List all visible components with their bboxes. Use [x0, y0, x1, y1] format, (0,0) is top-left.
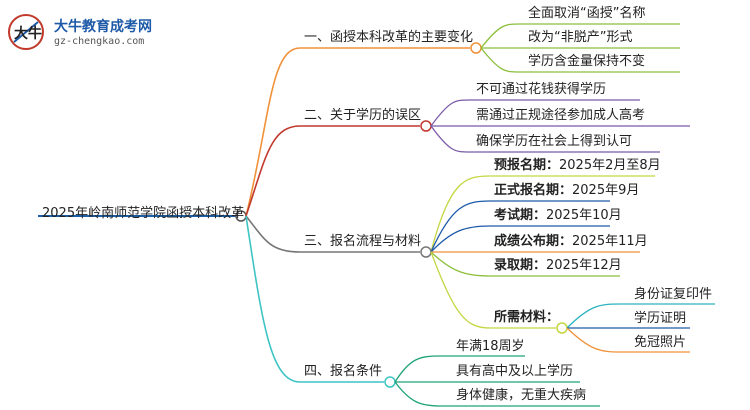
branch-1-child-connector: [480, 23, 680, 49]
branch-3-child-connector: [430, 200, 610, 253]
branch-3-item[interactable]: 考试期：2025年10月: [494, 208, 622, 224]
logo-mark-icon: 大牛: [8, 14, 44, 50]
branch-3-item-key: 成绩公布期：: [494, 234, 573, 249]
branch-3-item[interactable]: 成绩公布期：2025年11月: [494, 234, 648, 250]
branch-3-label[interactable]: 三、报名流程与材料: [304, 234, 422, 249]
site-logo[interactable]: 大牛 大牛教育成考网 gz-chengkao.com: [6, 12, 206, 56]
branch-2-label[interactable]: 二、关于学历的误区: [304, 108, 422, 123]
branch-4-label[interactable]: 四、报名条件: [304, 364, 383, 379]
materials-item[interactable]: 身份证复印件: [634, 287, 713, 302]
branch-2-item[interactable]: 确保学历在社会上得到认可: [476, 134, 633, 149]
branch-3-child-connector: [430, 225, 610, 253]
branch-3-item[interactable]: 预报名期：2025年2月至8月: [494, 158, 661, 174]
branch-1-child-connector: [480, 47, 680, 73]
branch-4-item[interactable]: 年满18周岁: [456, 339, 525, 354]
branch-4-node[interactable]: [384, 376, 396, 388]
branch-2-node[interactable]: [420, 120, 432, 132]
branch-3-child-connector: [430, 251, 620, 277]
logo-url: gz-chengkao.com: [54, 36, 145, 47]
branch-2-item[interactable]: 需通过正规途径参加成人高考: [476, 108, 646, 123]
logo-title: 大牛教育成考网: [54, 19, 152, 35]
materials-child-connector: [566, 327, 690, 353]
branch-3-item-value: 2025年9月: [572, 183, 640, 198]
branch-3-item-value: 2025年11月: [572, 234, 648, 249]
materials-item[interactable]: 免冠照片: [634, 335, 687, 350]
branch-3-node[interactable]: [420, 246, 432, 258]
branch-4-item[interactable]: 身体健康，无重大疾病: [456, 388, 587, 403]
branch-3-child-connector: [430, 251, 556, 329]
branch-3-item-key: 预报名期：: [494, 158, 560, 173]
branch-3-item-value: 2025年12月: [546, 258, 622, 273]
branch-3-child-connector: [430, 175, 655, 253]
branch-2-connector: [245, 125, 420, 217]
branch-3-item-value: 2025年2月至8月: [559, 158, 661, 173]
svg-text:大牛: 大牛: [14, 25, 42, 42]
branch-2-item[interactable]: 不可通过花钱获得学历: [476, 82, 607, 97]
branch-1-connector: [245, 47, 470, 217]
branch-3-item-key: 考试期：: [494, 208, 547, 223]
root-topic[interactable]: 2025年岭南师范学院函授本科改革: [42, 206, 245, 221]
branch-1-item[interactable]: 全面取消“函授”名称: [528, 6, 646, 21]
branch-1-label[interactable]: 一、函授本科改革的主要变化: [304, 30, 474, 45]
branch-3-item-key: 所需材料：: [494, 310, 560, 325]
branch-3-connector: [245, 215, 420, 253]
branch-3-item-key: 正式报名期：: [494, 183, 573, 198]
branch-1-item[interactable]: 改为“非脱产”形式: [528, 30, 633, 45]
branch-2-child-connector: [430, 99, 640, 127]
branch-3-item[interactable]: 录取期：2025年12月: [494, 258, 622, 274]
branch-3-item[interactable]: 所需材料：: [494, 310, 559, 326]
materials-item[interactable]: 学历证明: [634, 311, 687, 326]
branch-4-connector: [245, 215, 384, 383]
branch-2-child-connector: [430, 125, 660, 153]
branch-3-item-value: 2025年10月: [546, 208, 622, 223]
branch-4-child-connector: [394, 381, 600, 407]
branch-1-item[interactable]: 学历含金量保持不变: [528, 54, 646, 69]
materials-child-connector: [566, 303, 715, 329]
branch-4-child-connector: [394, 355, 525, 383]
branch-4-item[interactable]: 具有高中及以上学历: [456, 364, 574, 379]
branch-3-item-key: 录取期：: [494, 258, 547, 273]
branch-3-item[interactable]: 正式报名期：2025年9月: [494, 183, 639, 199]
